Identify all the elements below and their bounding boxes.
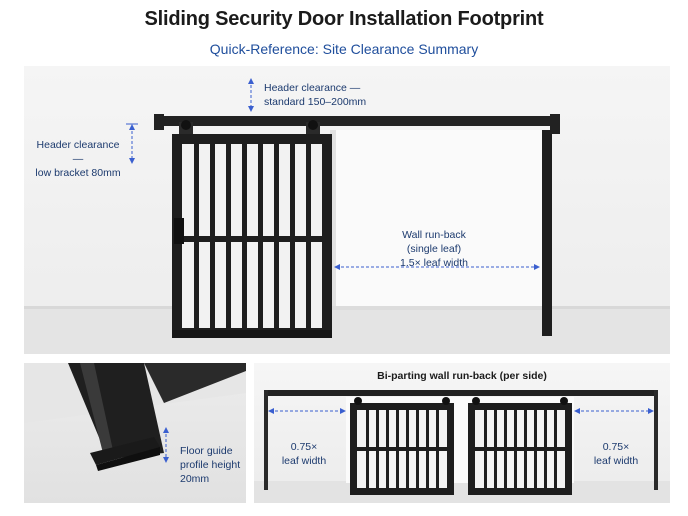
track-support-post [542, 130, 552, 336]
page-subtitle: Quick-Reference: Site Clearance Summary [209, 41, 479, 57]
header-track [156, 116, 556, 126]
label-line: Header clearance — [36, 139, 120, 166]
label-line: profile height [180, 459, 241, 472]
header-track [266, 390, 658, 396]
biparting-title: Bi-parting wall run-back (per side) [377, 370, 547, 382]
floor-guide-closeup: Floor guide profile height 20mm [24, 363, 246, 503]
page-title: Sliding Security Door Installation Footp… [144, 8, 544, 30]
floor [24, 308, 670, 354]
label-line: 0.75× [602, 441, 630, 453]
wall-opening [330, 130, 542, 310]
left-runback-label: 0.75× leaf width [264, 440, 344, 468]
label-line: Wall run-back [402, 229, 466, 241]
floor-guide-block [90, 437, 160, 465]
main-door-illustration [24, 78, 670, 354]
header-clearance-standard-label: Header clearance — standard 150–200mm [264, 81, 366, 109]
floor-guide-label: Floor guide profile height 20mm [180, 444, 240, 487]
label-line: leaf width [593, 455, 639, 468]
label-line: Header clearance — [264, 82, 361, 94]
label-line: 20mm [180, 473, 210, 486]
biparting-illustration [254, 390, 670, 503]
label-line: low bracket 80mm [35, 167, 121, 180]
wall-runback-label: Wall run-back (single leaf) 1.5× leaf wi… [384, 228, 484, 271]
security-bars [182, 144, 322, 328]
label-line: 0.75× [290, 441, 318, 453]
main-installation-photo: Header clearance — standard 150–200mm He… [24, 66, 670, 354]
label-line: standard 150–200mm [264, 96, 367, 109]
lock-handle [174, 218, 184, 244]
header-clearance-low-label: Header clearance — low bracket 80mm [30, 138, 126, 181]
floor-guide-illustration [24, 363, 246, 471]
biparting-diagram: Bi-parting wall run-back (per side) 0.75… [254, 363, 670, 503]
label-line: (single leaf) [406, 243, 462, 256]
label-line: 1.5× leaf width [399, 257, 468, 270]
label-line: Floor guide [180, 445, 233, 457]
right-runback-label: 0.75× leaf width [576, 440, 656, 468]
label-line: leaf width [281, 455, 327, 468]
